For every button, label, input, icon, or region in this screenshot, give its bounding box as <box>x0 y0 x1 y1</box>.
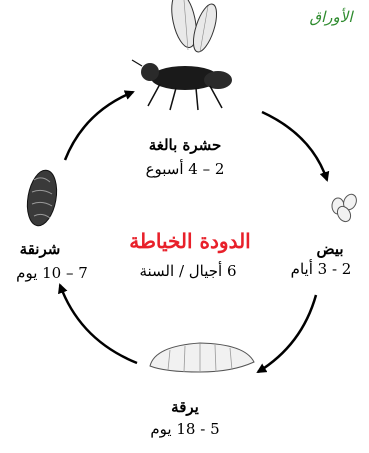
eggs-icon <box>331 193 357 223</box>
pupa-icon <box>26 169 58 227</box>
arrow-adult-to-egg <box>261 110 330 182</box>
arrow-larva-to-pupa <box>58 283 138 365</box>
arrow-pupa-to-adult <box>63 90 135 161</box>
adult-stage-duration: 2 – 4 أسبوع <box>145 160 225 178</box>
diagram-title: الدودة الخياطة <box>129 229 251 253</box>
larva-stage-duration: 5 - 18 يوم <box>150 420 220 438</box>
larva-icon <box>149 342 255 373</box>
pupa-stage-name: شرنقة <box>19 240 61 258</box>
egg-stage-duration: 2 - 3 أيام <box>290 260 352 278</box>
pupa-stage-duration: 7 – 10 يوم <box>16 264 88 282</box>
larva-stage-name: يرقة <box>171 398 199 416</box>
egg-stage-name: بيض <box>316 240 344 258</box>
fly-icon <box>131 0 232 111</box>
adult-stage-name: حشرة بالغة <box>148 136 222 154</box>
arrow-egg-to-larva <box>256 294 318 374</box>
corner-label: الأوراق <box>309 8 353 26</box>
generations-per-year: 6 أجيال / السنة <box>139 262 237 280</box>
